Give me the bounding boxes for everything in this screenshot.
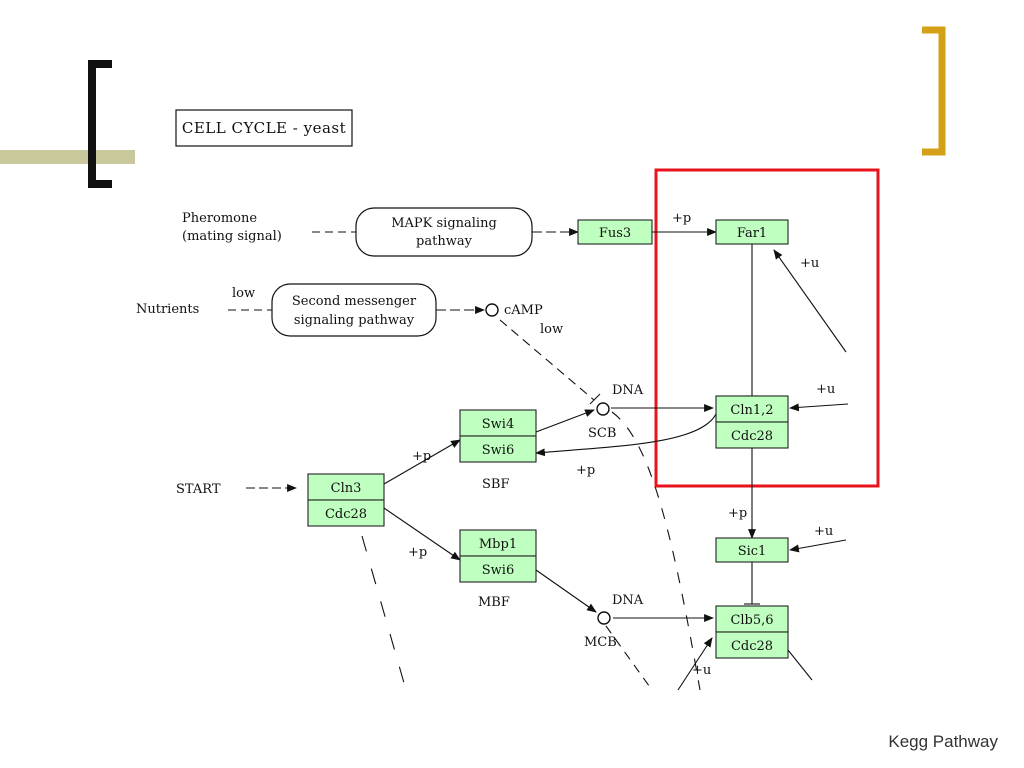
cdc28-b-label: Cdc28 xyxy=(325,507,367,522)
highlight-box xyxy=(654,168,880,488)
mbf-label: MBF xyxy=(478,595,510,610)
node-cdc28-a[interactable] xyxy=(715,421,789,449)
cln12-label: Cln1,2 xyxy=(730,403,773,418)
node-mbp1[interactable] xyxy=(459,529,537,557)
mbp1-label: Mbp1 xyxy=(479,537,517,552)
fus3-label: Fus3 xyxy=(599,226,631,241)
node-clb56[interactable] xyxy=(715,605,789,633)
dna-mcb-circle xyxy=(597,611,611,625)
mapk-pathway-box[interactable]: MAPK signaling pathway xyxy=(355,207,533,257)
node-cln3[interactable] xyxy=(307,473,385,501)
low-label-2: low xyxy=(540,322,563,337)
slide-decoration xyxy=(0,26,946,188)
p-cln3-swi4: +p xyxy=(412,449,431,464)
u-sic1: +u xyxy=(814,524,833,539)
swi4-label: Swi4 xyxy=(482,417,514,432)
second-messenger-pathway-box[interactable]: Second messenger signaling pathway xyxy=(271,283,437,337)
dna-label-1: DNA xyxy=(612,383,644,398)
header-bar xyxy=(0,150,135,164)
p-cln12-swi6: +p xyxy=(576,463,595,478)
dna-label-2: DNA xyxy=(612,593,644,608)
camp-circle xyxy=(485,303,499,317)
slide-caption: Kegg Pathway xyxy=(888,732,998,751)
p-cdc28-sic1: +p xyxy=(728,506,747,521)
far1-label: Far1 xyxy=(737,226,767,241)
mapk-line1: MAPK signaling xyxy=(391,216,497,231)
mapk-line2: pathway xyxy=(416,234,473,249)
u-clb56: +u xyxy=(692,663,711,678)
scb-label: SCB xyxy=(588,426,616,441)
sbf-label: SBF xyxy=(482,477,509,492)
diagram-title: CELL CYCLE - yeast xyxy=(175,109,353,147)
node-far1[interactable] xyxy=(715,219,789,245)
second-line2: signaling pathway xyxy=(294,313,415,328)
p-fus3-far1: +p xyxy=(672,211,691,226)
node-cdc28-b[interactable] xyxy=(307,499,385,527)
swi6-mbf-label: Swi6 xyxy=(482,563,514,578)
camp-label: cAMP xyxy=(504,303,543,318)
mcb-label: MCB xyxy=(584,635,617,650)
dna-scb-circle xyxy=(596,402,610,416)
cdc28-a-label: Cdc28 xyxy=(731,429,773,444)
start-label: START xyxy=(176,482,221,497)
second-line1: Second messenger xyxy=(292,294,417,309)
low-label-1: low xyxy=(232,286,255,301)
edges xyxy=(228,228,849,691)
p-cln3-mbp1: +p xyxy=(408,545,427,560)
u-cln12: +u xyxy=(816,382,835,397)
diagram-title-text: CELL CYCLE - yeast xyxy=(182,119,346,137)
node-swi6-sbf[interactable] xyxy=(459,435,537,463)
nutrients-label: Nutrients xyxy=(136,302,199,317)
pheromone-label: Pheromone xyxy=(182,211,257,226)
node-sic1[interactable] xyxy=(715,537,789,563)
swi6-sbf-label: Swi6 xyxy=(482,443,514,458)
right-bracket xyxy=(922,26,946,156)
u-far1: +u xyxy=(800,256,819,271)
clb56-label: Clb5,6 xyxy=(730,613,773,628)
cdc28-c-label: Cdc28 xyxy=(731,639,773,654)
node-swi6-mbf[interactable] xyxy=(459,555,537,583)
node-fus3[interactable] xyxy=(577,219,653,245)
sic1-label: Sic1 xyxy=(738,544,767,559)
mating-signal-label: (mating signal) xyxy=(182,229,282,244)
cln3-label: Cln3 xyxy=(331,481,362,496)
node-cdc28-c[interactable] xyxy=(715,631,789,659)
left-bracket xyxy=(88,60,112,188)
